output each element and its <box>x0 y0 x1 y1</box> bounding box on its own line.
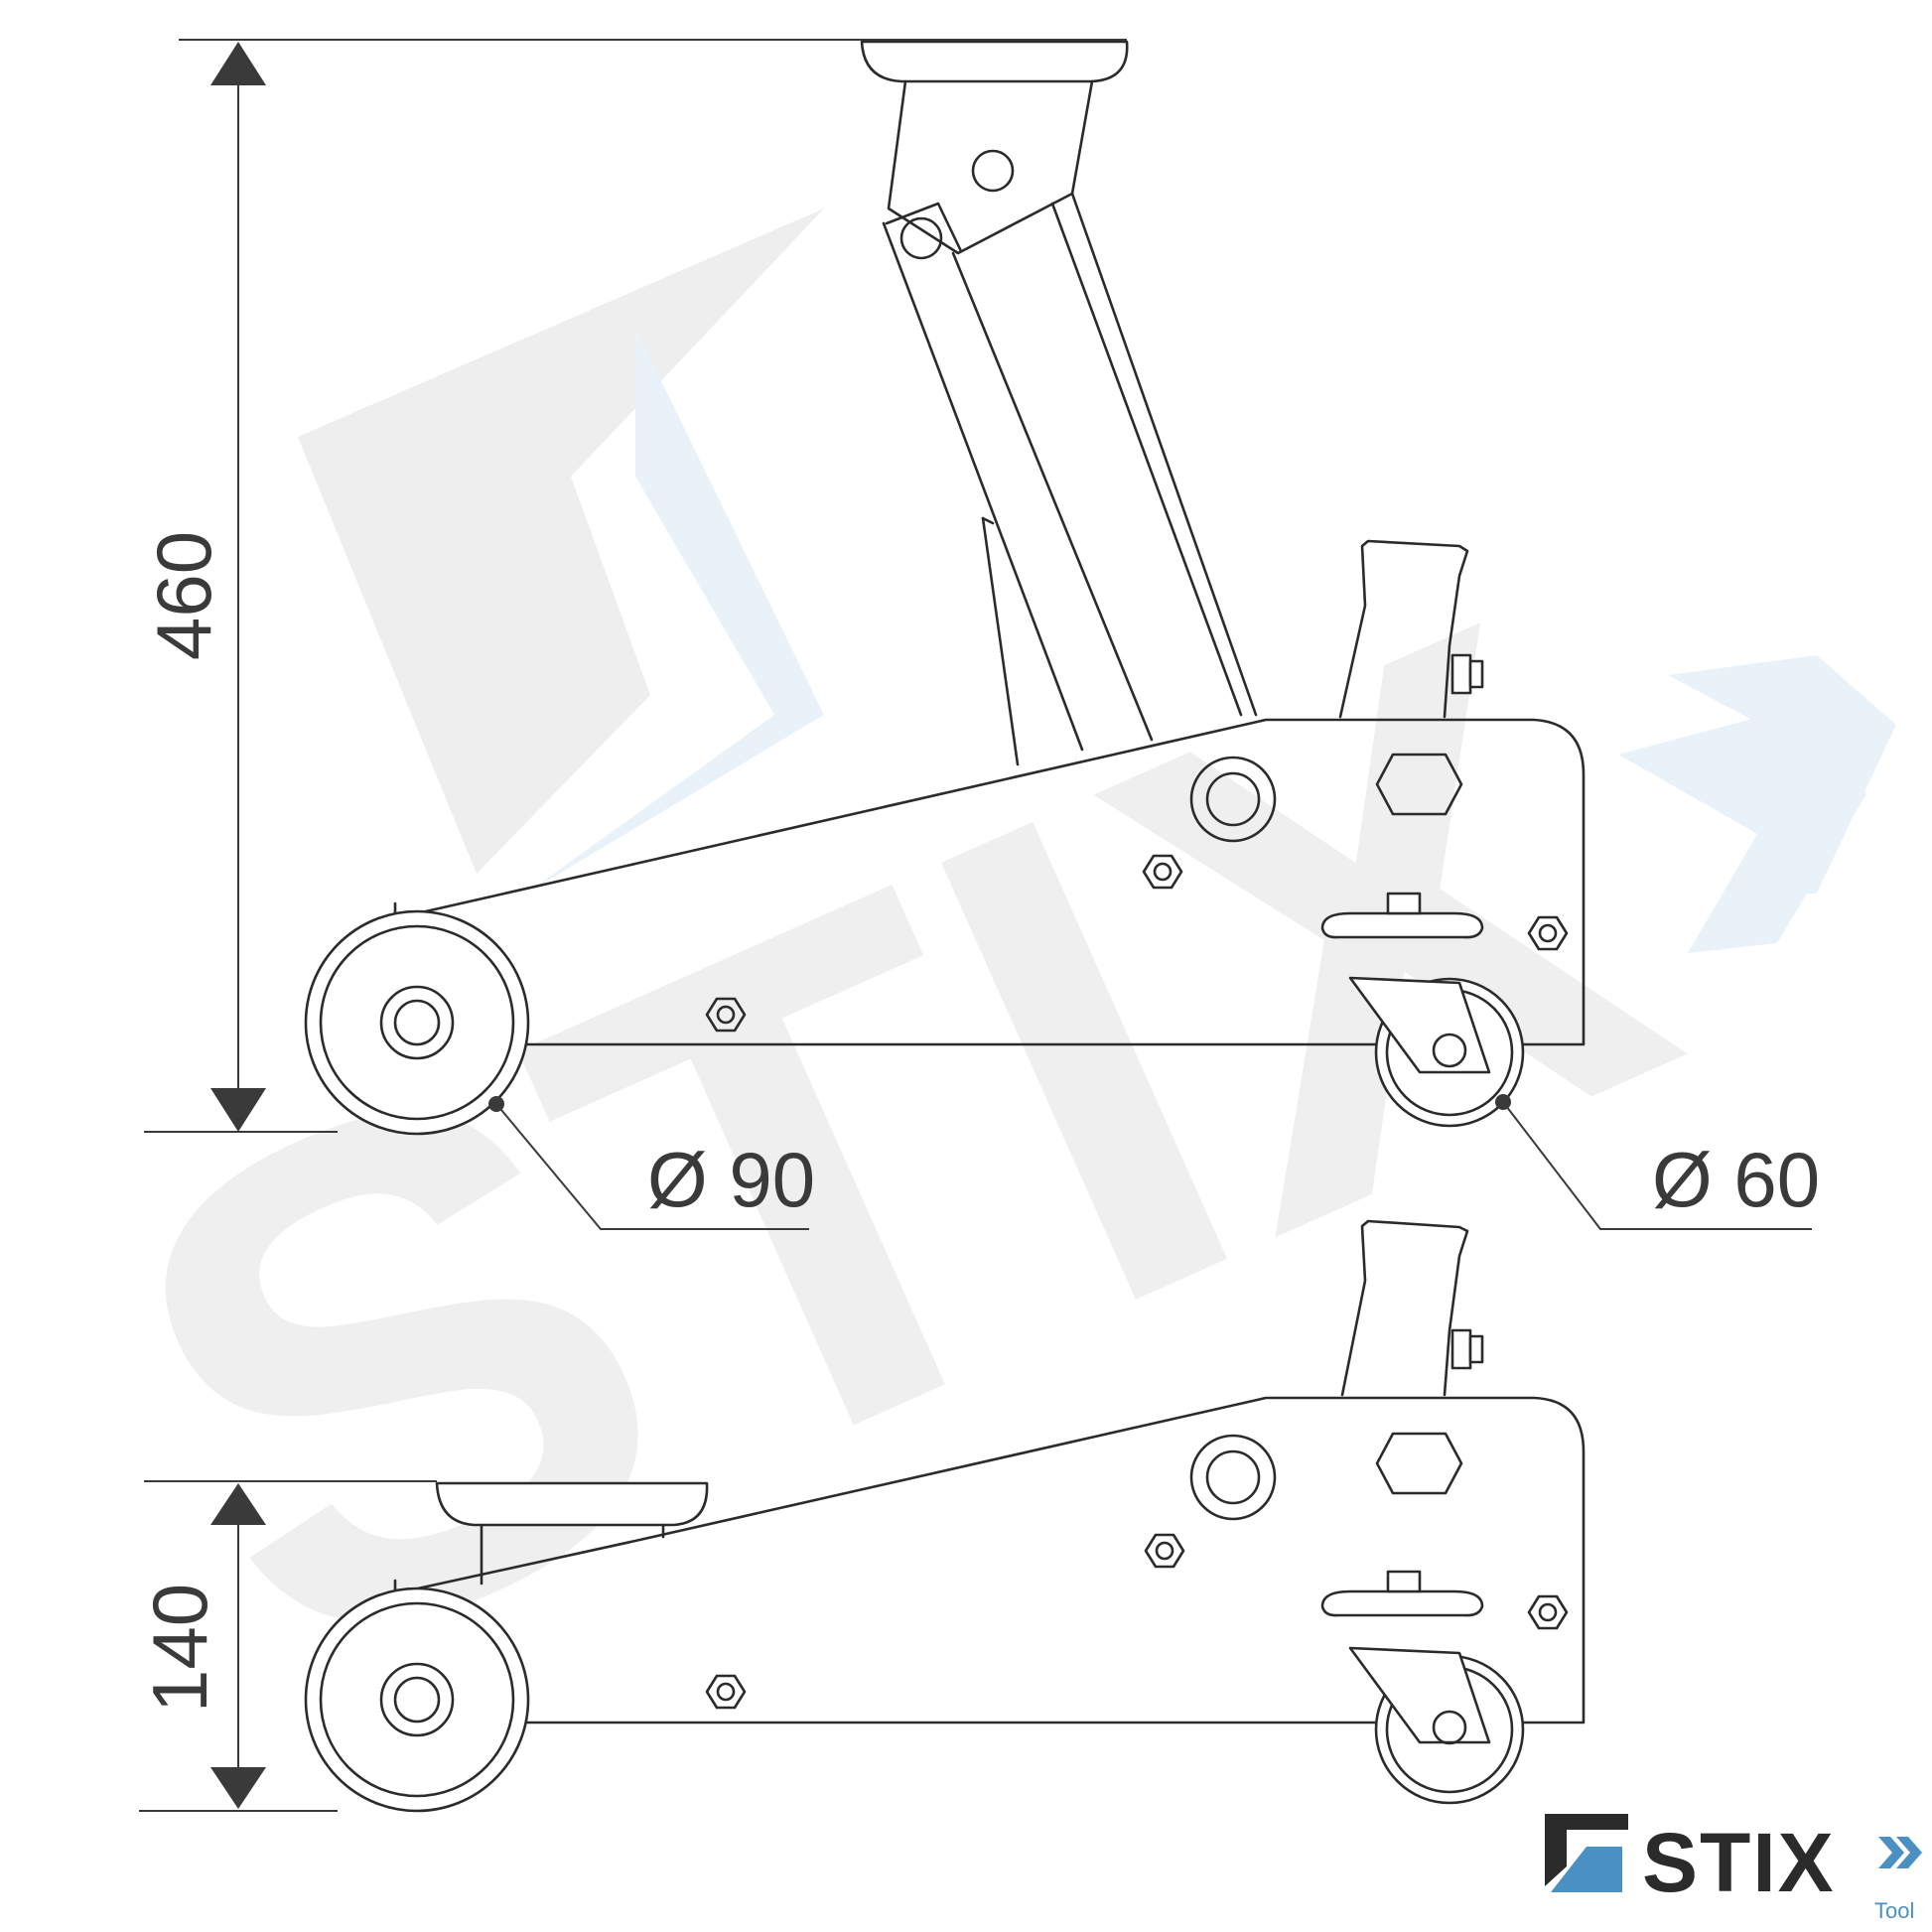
brand-sub: Tool <box>1874 1898 1914 1923</box>
dim-max-height-label: 460 <box>140 531 227 660</box>
rear-caster <box>1320 892 1525 1128</box>
nut-icon <box>1527 915 1569 951</box>
dim-min-height-label: 140 <box>136 1584 223 1713</box>
arrow-down-icon <box>210 1088 266 1132</box>
nut-icon <box>1527 1594 1569 1630</box>
front-wheel-diameter-label: Ø 90 <box>647 1136 815 1223</box>
hex-bolt-icon <box>1375 1432 1463 1495</box>
dimension-min-height: 140 <box>136 1480 437 1812</box>
arrow-up-icon <box>210 1483 266 1525</box>
jack-lowered <box>304 1219 1586 1813</box>
chassis <box>393 718 1586 1046</box>
front-wheel <box>304 909 530 1136</box>
brand-logo: STIX Tool <box>1545 1814 1922 1923</box>
chassis <box>393 1396 1586 1725</box>
chevron-right-icon <box>1878 1837 1904 1868</box>
arrow-down-icon <box>210 1767 266 1809</box>
saddle <box>860 40 1129 83</box>
handle-socket <box>1338 539 1469 719</box>
rear-caster <box>1320 1570 1525 1805</box>
nut-icon <box>1144 1533 1185 1569</box>
chevron-right-icon <box>1896 1837 1922 1868</box>
arrow-up-icon <box>210 42 266 85</box>
dimension-max-height: 460 <box>140 39 1127 1133</box>
watermark-text: STIX <box>27 476 1757 1815</box>
hex-bolt-icon <box>1375 753 1463 816</box>
rear-wheel-diameter-label: Ø 60 <box>1652 1136 1820 1223</box>
nut-icon <box>705 997 747 1033</box>
nut-icon <box>705 1674 747 1710</box>
jack-raised: Ø 90 Ø 60 <box>304 40 1820 1230</box>
nut-icon <box>1142 854 1183 890</box>
saddle <box>435 1481 709 1527</box>
brand-name: STIX <box>1642 1816 1836 1909</box>
handle-socket <box>1340 1219 1469 1397</box>
logo-mark-icon <box>1545 1814 1628 1886</box>
lift-arm <box>882 221 1084 752</box>
front-wheel <box>304 1587 530 1813</box>
